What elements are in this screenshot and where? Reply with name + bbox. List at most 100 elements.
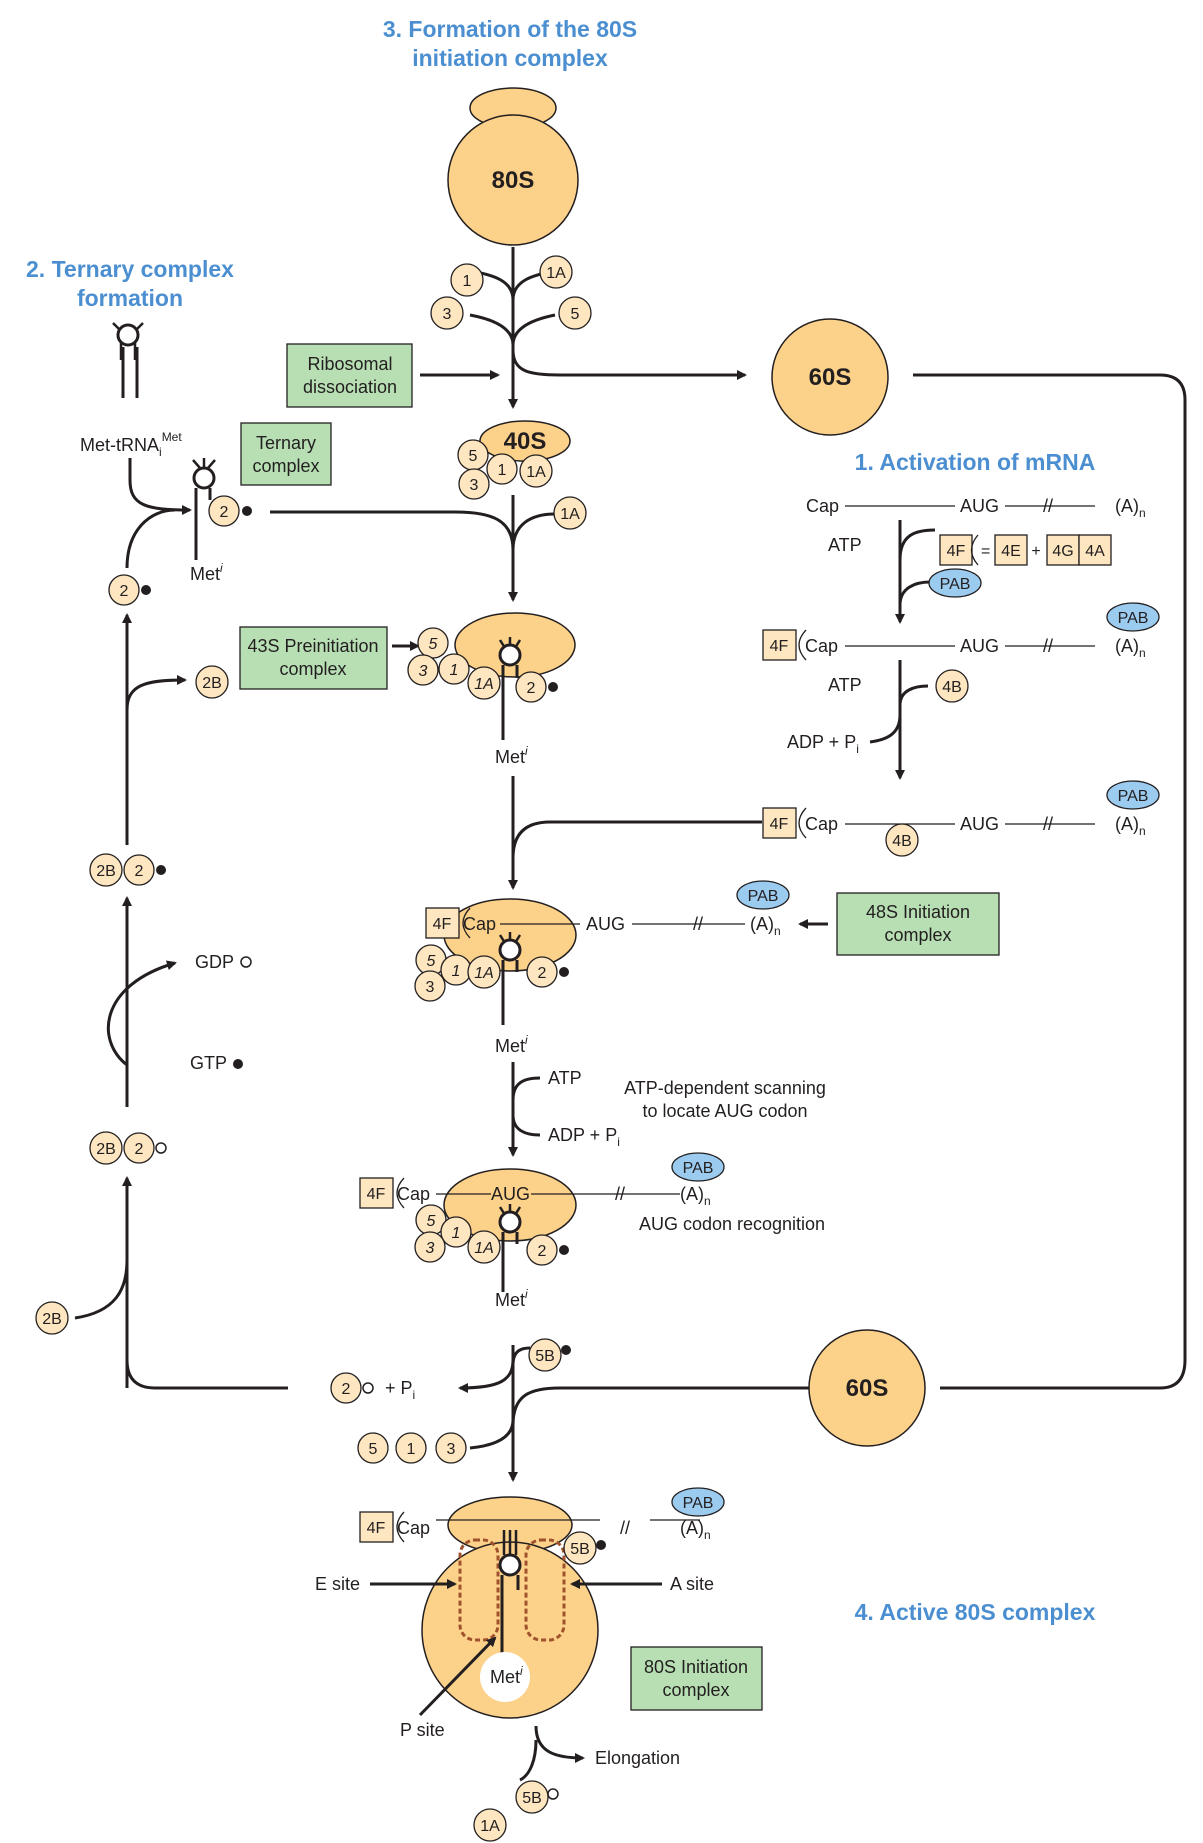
- svg-text:2: 2: [120, 583, 129, 600]
- arrow-513-release: [469, 1419, 515, 1450]
- svg-text:Cap: Cap: [397, 1518, 430, 1538]
- svg-text:1A: 1A: [480, 1818, 500, 1835]
- title-formation-80s-line1: 3. Formation of the 80S: [383, 16, 637, 42]
- box-80s-init: [630, 1646, 763, 1711]
- aug-recognition-label: AUG codon recognition: [639, 1214, 825, 1234]
- arrow-elongation: [534, 1725, 585, 1763]
- eif4f-assembly: 4F = 4E + 4G 4A: [939, 534, 1112, 566]
- svg-text:1: 1: [498, 462, 507, 479]
- ribosome-60s-top: 60S: [771, 318, 889, 436]
- svg-text:5: 5: [429, 636, 438, 653]
- break-mark-1: //: [1043, 496, 1053, 516]
- box-48s-line1: 48S Initiation: [866, 902, 970, 922]
- svg-text:(A)n: (A)n: [680, 1518, 711, 1542]
- svg-text:5: 5: [427, 1213, 436, 1230]
- met-trna-free: [112, 322, 144, 398]
- return-path-60s: [913, 373, 1187, 1390]
- svg-text:1: 1: [407, 1441, 416, 1458]
- svg-text:Cap: Cap: [805, 636, 838, 656]
- arrow-5b-1a-release: [519, 1739, 538, 1782]
- complex-48s: 4F Cap AUG // (A)n PAB 5 1 3 1A 2: [414, 880, 790, 1025]
- atp-label-scan: ATP: [548, 1068, 582, 1088]
- factor-1a-40s: 1A: [519, 454, 553, 488]
- mrna-row-3: 4F Cap AUG // (A)n PAB 4B: [762, 780, 1160, 857]
- gtp-dot-5b: [561, 1345, 571, 1355]
- svg-text:4B: 4B: [892, 833, 912, 850]
- arrow-2b-release: [125, 675, 187, 711]
- svg-text:AUG: AUG: [491, 1184, 530, 1204]
- box-ribosomal-dissociation-line2: dissociation: [303, 377, 397, 397]
- svg-text://: //: [620, 1518, 630, 1538]
- svg-text:(A)n: (A)n: [750, 914, 781, 938]
- atp-label-2: ATP: [828, 675, 862, 695]
- svg-text:5: 5: [427, 953, 436, 970]
- svg-text:5B: 5B: [522, 1790, 542, 1807]
- arrow-4f-join: [898, 528, 936, 561]
- arrow-pab-join: [898, 580, 931, 606]
- box-80s-line1: 80S Initiation: [644, 1657, 748, 1677]
- gtp-dot-ternary: [242, 506, 252, 516]
- factor-2-43s: 2: [515, 671, 547, 703]
- svg-text:AUG: AUG: [960, 814, 999, 834]
- path-60s-join: [511, 1386, 810, 1426]
- title-ternary-line2: formation: [77, 285, 183, 311]
- a-site-outline: [524, 1538, 566, 1642]
- svg-text:2: 2: [527, 680, 536, 697]
- e-site-label: E site: [315, 1574, 360, 1594]
- svg-text:1A: 1A: [526, 464, 546, 481]
- scanning-line1: ATP-dependent scanning: [624, 1078, 826, 1098]
- svg-text:=: =: [981, 543, 990, 560]
- box-ribosomal-dissociation-line1: Ribosomal: [307, 354, 392, 374]
- svg-text:4F: 4F: [770, 816, 789, 833]
- factor-1-released: 1: [450, 263, 484, 297]
- svg-text:4F: 4F: [947, 543, 966, 560]
- factors-5-1-3-released: 5 1 3: [357, 1432, 467, 1464]
- mrna-active-labels: 4F Cap // (A)n PAB 5B: [359, 1487, 725, 1565]
- arrow-gdp-out: [106, 960, 177, 1067]
- met-label-active: Meti: [490, 1664, 523, 1687]
- arrow-p-site: [418, 1636, 497, 1717]
- box-80s-line2: complex: [662, 1680, 729, 1700]
- svg-text:3: 3: [443, 306, 452, 323]
- gtp-label: GTP: [190, 1053, 227, 1073]
- svg-text:4F: 4F: [770, 638, 789, 655]
- aug-label-1: AUG: [960, 496, 999, 516]
- box-43s-line1: 43S Preinitiation: [247, 636, 378, 656]
- svg-text:2: 2: [220, 504, 229, 521]
- svg-text:1A: 1A: [474, 965, 494, 982]
- arrow-2-to-ternary: [125, 508, 176, 569]
- svg-text:4F: 4F: [367, 1186, 386, 1203]
- svg-text:3: 3: [470, 477, 479, 494]
- svg-text:(A)n: (A)n: [1115, 814, 1146, 838]
- svg-text:Cap: Cap: [463, 914, 496, 934]
- factor-3-40s: 3: [458, 468, 490, 500]
- svg-text:3: 3: [419, 663, 428, 680]
- svg-text:1A: 1A: [474, 1240, 494, 1257]
- arrow-mrna-joins: [511, 820, 762, 859]
- svg-text:2: 2: [538, 965, 547, 982]
- box-48s-init: [836, 892, 1000, 956]
- factor-3-43s: 3: [407, 654, 439, 686]
- svg-text:3: 3: [426, 1240, 435, 1257]
- met-label-aug: Meti: [495, 1287, 528, 1310]
- atp-label-1: ATP: [828, 535, 862, 555]
- svg-text:PAB: PAB: [683, 1160, 714, 1177]
- svg-text:PAB: PAB: [683, 1495, 714, 1512]
- mrna-row-2: 4F Cap AUG // (A)n PAB: [762, 602, 1160, 661]
- box-ternary-line1: Ternary: [256, 433, 316, 453]
- gdp-dot: [240, 956, 252, 968]
- box-43s-line2: complex: [279, 659, 346, 679]
- adp-pi-label-1: ADP + Pi: [787, 732, 859, 756]
- arrow-2gdp-release: [458, 1359, 515, 1393]
- factor-2-ternary: 2: [208, 495, 240, 527]
- svg-text:1A: 1A: [474, 676, 494, 693]
- met-trna-label: Met-tRNAiMet: [80, 430, 182, 459]
- factor-5b-gdp-released: 5B: [515, 1780, 549, 1814]
- factor-1a-released: 1A: [539, 255, 573, 289]
- svg-text:(A)n: (A)n: [1115, 636, 1146, 660]
- svg-text:2: 2: [135, 863, 144, 880]
- svg-text://: //: [693, 914, 703, 934]
- svg-text:2B: 2B: [96, 1141, 116, 1158]
- box-ternary-line2: complex: [252, 456, 319, 476]
